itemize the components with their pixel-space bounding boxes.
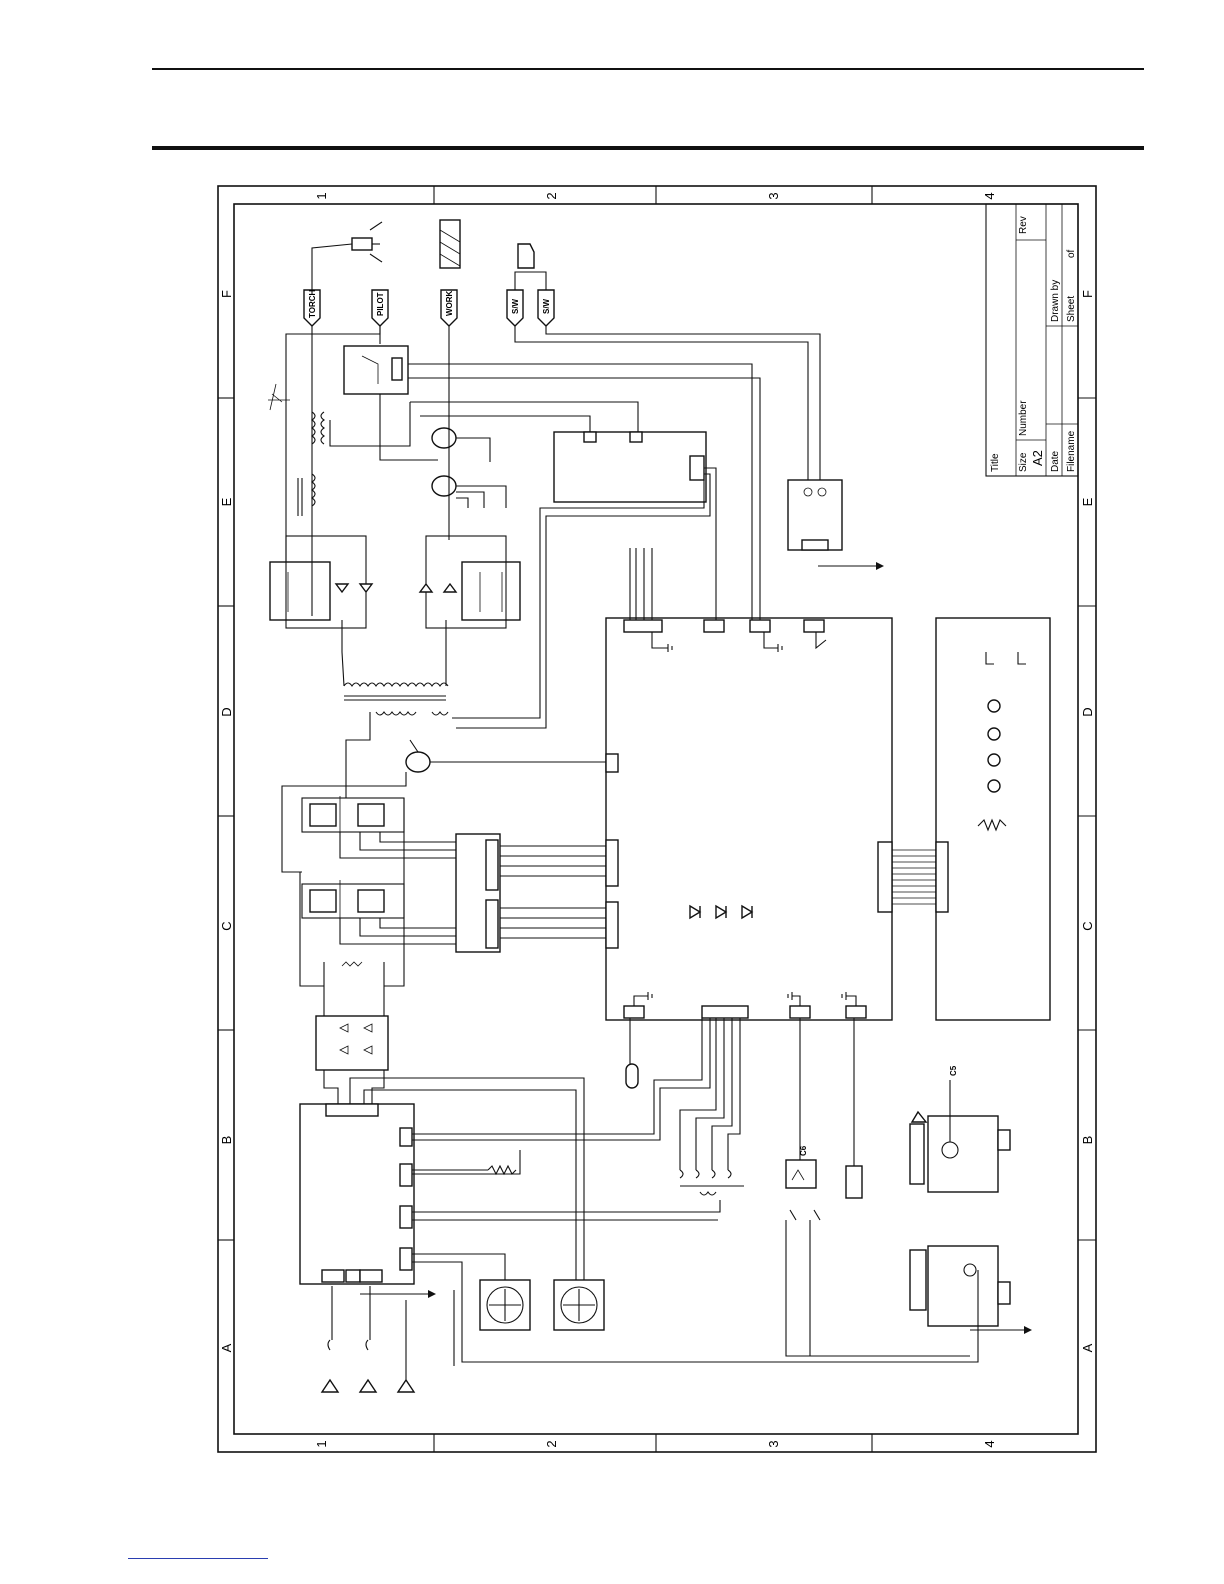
mains-input-plug (322, 1286, 436, 1392)
drawn-by-label: Drawn by (1050, 280, 1061, 322)
pressure-switch-connector (846, 1166, 862, 1198)
grid-row-e-left: E (219, 497, 234, 506)
sw1-label: S/W (511, 298, 520, 314)
sheet-label: Sheet (1066, 296, 1077, 322)
c6-label: C6 (799, 1145, 808, 1156)
grid-row-b-right: B (1080, 1136, 1095, 1145)
compressor-bottom (910, 1246, 1032, 1334)
torch-switch-icon (515, 244, 546, 290)
input-bridge-rectifier (316, 962, 388, 1070)
title-label: Title (990, 453, 1001, 472)
thermistor-sensor (626, 1064, 638, 1088)
front-panel-board (936, 618, 1050, 1020)
output-rectifier-right (420, 536, 520, 628)
output-rectifier-left (270, 536, 372, 628)
gas-solenoid (788, 480, 884, 570)
torch-label: TORCH (308, 289, 317, 318)
grid-col-4-bottom: 4 (982, 1440, 997, 1447)
work-clamp-icon (440, 220, 460, 268)
grid-row-d-right: D (1080, 707, 1095, 716)
grid-row-f-left: F (219, 290, 234, 298)
auxiliary-power-board (300, 1104, 516, 1284)
igbt-module-upper (302, 796, 404, 840)
grid-col-4-top: 4 (982, 192, 997, 199)
torch-head-icon (312, 222, 382, 290)
current-sensor-1 (432, 428, 456, 448)
grid-col-1-bottom: 1 (314, 1440, 329, 1447)
grid-row-a-right: A (1080, 1343, 1095, 1352)
compressor-top (910, 1112, 1010, 1192)
grid-row-c-left: C (219, 921, 234, 930)
grid-col-1-top: 1 (314, 192, 329, 199)
rev-label: Rev (1018, 216, 1029, 234)
fan-2-icon (554, 1280, 604, 1330)
main-control-board (606, 618, 892, 1020)
pilot-relay-board (344, 346, 408, 394)
grid-col-2-top: 2 (544, 192, 559, 199)
pilot-label: PILOT (376, 292, 385, 316)
c5-label: C5 (949, 1065, 958, 1076)
hf-coupling-coils (268, 384, 324, 516)
control-transformer (680, 1170, 744, 1195)
size-value: A2 (1030, 450, 1045, 466)
igbt-module-lower (302, 880, 404, 926)
date-label: Date (1050, 450, 1061, 472)
grid-col-3-bottom: 3 (766, 1440, 781, 1447)
sw2-label: S/W (542, 298, 551, 314)
grid-row-c-right: C (1080, 921, 1095, 930)
current-sensor-2 (432, 476, 456, 496)
main-transformer (344, 683, 448, 715)
title-block (986, 204, 1078, 476)
work-label: WORK (445, 290, 454, 316)
grid-row-e-right: E (1080, 497, 1095, 506)
grid-row-a-left: A (219, 1343, 234, 1352)
number-label: Number (1018, 400, 1029, 436)
grid-row-f-right: F (1080, 290, 1095, 298)
grid-col-2-bottom: 2 (544, 1440, 559, 1447)
gate-drive-connector (456, 834, 500, 952)
grid-col-3-top: 3 (766, 192, 781, 199)
capacitor-c6-block (786, 1018, 816, 1188)
size-label: Size (1018, 452, 1029, 472)
grid-row-b-left: B (219, 1136, 234, 1145)
front-panel-connector (936, 842, 948, 912)
filename-label: Filename (1066, 430, 1077, 472)
grid-row-d-left: D (219, 707, 234, 716)
ribbon-cable (892, 850, 936, 904)
arc-start-board (554, 432, 706, 502)
fan-1-icon (480, 1280, 530, 1330)
of-label: of (1066, 249, 1077, 258)
current-sensor-3 (406, 752, 430, 772)
